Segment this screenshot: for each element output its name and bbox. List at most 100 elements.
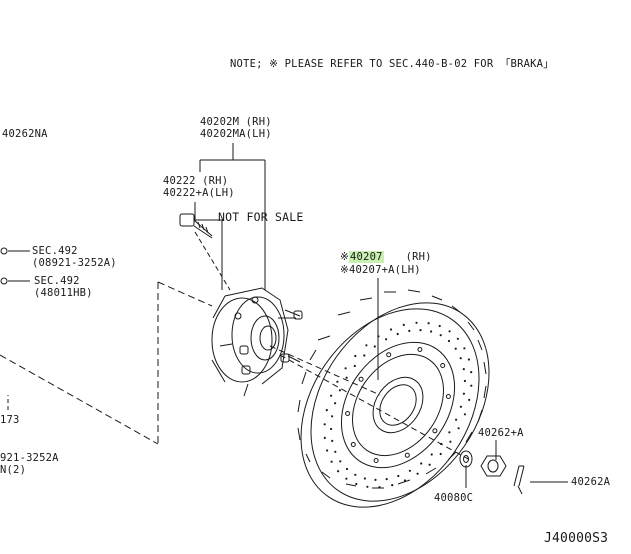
rotor-hole [470,371,473,374]
rotor-bolt-hole [358,376,364,382]
label-not-for-sale: NOT FOR SALE [218,210,304,224]
rotor-hole [463,347,466,350]
rotor-bolt-hole [350,442,356,447]
label-173: 173 [0,414,20,426]
rotor-bolt-hole [373,458,379,463]
rotor-hole [397,474,400,478]
rotor-hole [430,330,433,333]
label-40207: ※40207(RH) [340,251,432,263]
rotor-hole [467,358,470,361]
rotor-hole [438,324,441,328]
leader-40222 [194,202,223,290]
rotor-hole [385,478,388,481]
rotor-hole [427,322,430,325]
label-sec492-1: SEC.492 [32,245,78,257]
rotor-hole [378,486,381,489]
rotor-hole [402,323,405,326]
rotor-bolt-hole [440,363,446,368]
rotor-hole [403,479,407,482]
label-40207a: ※40207+A(LH) [340,264,421,276]
sec492-marker-1 [0,247,8,255]
rotor-hole [416,472,419,475]
label-08921: 921-3252A [0,452,59,464]
rotor-hole [439,452,442,456]
label-40262a-pin: 40262A [571,476,611,488]
rotor-hole [455,418,458,421]
rotor-hole [338,389,341,392]
rotor-hole [334,450,337,453]
rotor-hole [463,379,466,383]
rotor-hole [331,439,334,442]
rotor-hole [448,330,451,333]
label-40222a: 40222+A(LH) [163,187,235,199]
rotor-hole [448,431,451,434]
label-40202m: 40202M (RH) [200,116,272,128]
hub-assembly [211,287,303,397]
brake-rotor [297,289,490,508]
sec492-marker-2 [0,277,8,285]
rotor-hole [331,415,334,418]
rotor-hole [377,335,380,338]
rotor-hole [408,469,411,472]
rotor-hole [389,328,393,331]
rotor-hole [468,398,471,401]
rotor-hole [345,467,349,471]
rotor-hole [344,367,347,370]
rotor-hole [354,354,357,358]
rotor-hole [366,485,369,488]
rotor-hole [374,478,377,481]
rotor-hole [449,440,452,443]
label-40262na: 40262NA [2,128,48,140]
rotor-bolt-hole [386,352,392,358]
rotor-hole [454,347,457,350]
rotor-bolt-hole [345,411,351,416]
dashed-guide-1 [0,281,213,445]
rotor-hole [385,338,388,341]
label-sec492-2: SEC.492 [34,275,80,287]
rotor-hole [325,409,328,412]
rotor-hole [428,463,431,466]
rotor-hole [456,337,459,340]
rotor-holes [323,321,473,489]
rotor-hole [470,384,473,387]
rotor-hole [330,427,333,431]
rotor-hole [396,332,399,336]
pin-40262A [513,465,525,495]
rotor-hole [462,392,465,395]
rotor-hole [439,334,442,337]
rotor-hole [459,357,462,360]
rotor-hole [345,477,348,480]
rotor-bolt-hole [404,452,410,458]
rotor-hole [334,402,337,405]
rotor-hole [462,368,465,371]
rotor-hole [373,345,376,348]
rotor-hole [337,470,340,473]
rotor-hole [415,321,418,324]
rotor-hole [354,473,357,476]
rotor-hole [457,427,460,430]
rotor-hole [363,354,366,357]
rotor-hole [430,453,433,456]
rotor-hole [336,380,339,383]
washer-40080c [459,450,473,468]
rotor-hole [326,449,329,452]
rotor-bolt-hole [445,394,451,399]
leader-40202m [199,143,266,290]
label-sec492-1-ref: (08921-3252A) [32,257,117,269]
rotor-hole [345,376,348,379]
rotor-hole [365,344,368,347]
rotor-hole [363,477,366,480]
diagram-id: J40000S3 [544,531,609,546]
nut-40262a [480,455,507,477]
rotor-hole [330,460,333,463]
label-sec492-2-ref: (48011HB) [34,287,93,299]
rotor-hole [391,484,394,487]
rotor-hole [463,413,466,416]
rotor-hole [355,482,358,486]
rotor-hole [408,329,411,332]
label-40262-plus-a: 40262+A [478,427,524,439]
rotor-hole [447,339,451,343]
rotor-hole [419,329,422,332]
note-text: NOTE; ※ PLEASE REFER TO SEC.440-B-02 FOR… [230,58,554,70]
rotor-hole [323,423,326,426]
